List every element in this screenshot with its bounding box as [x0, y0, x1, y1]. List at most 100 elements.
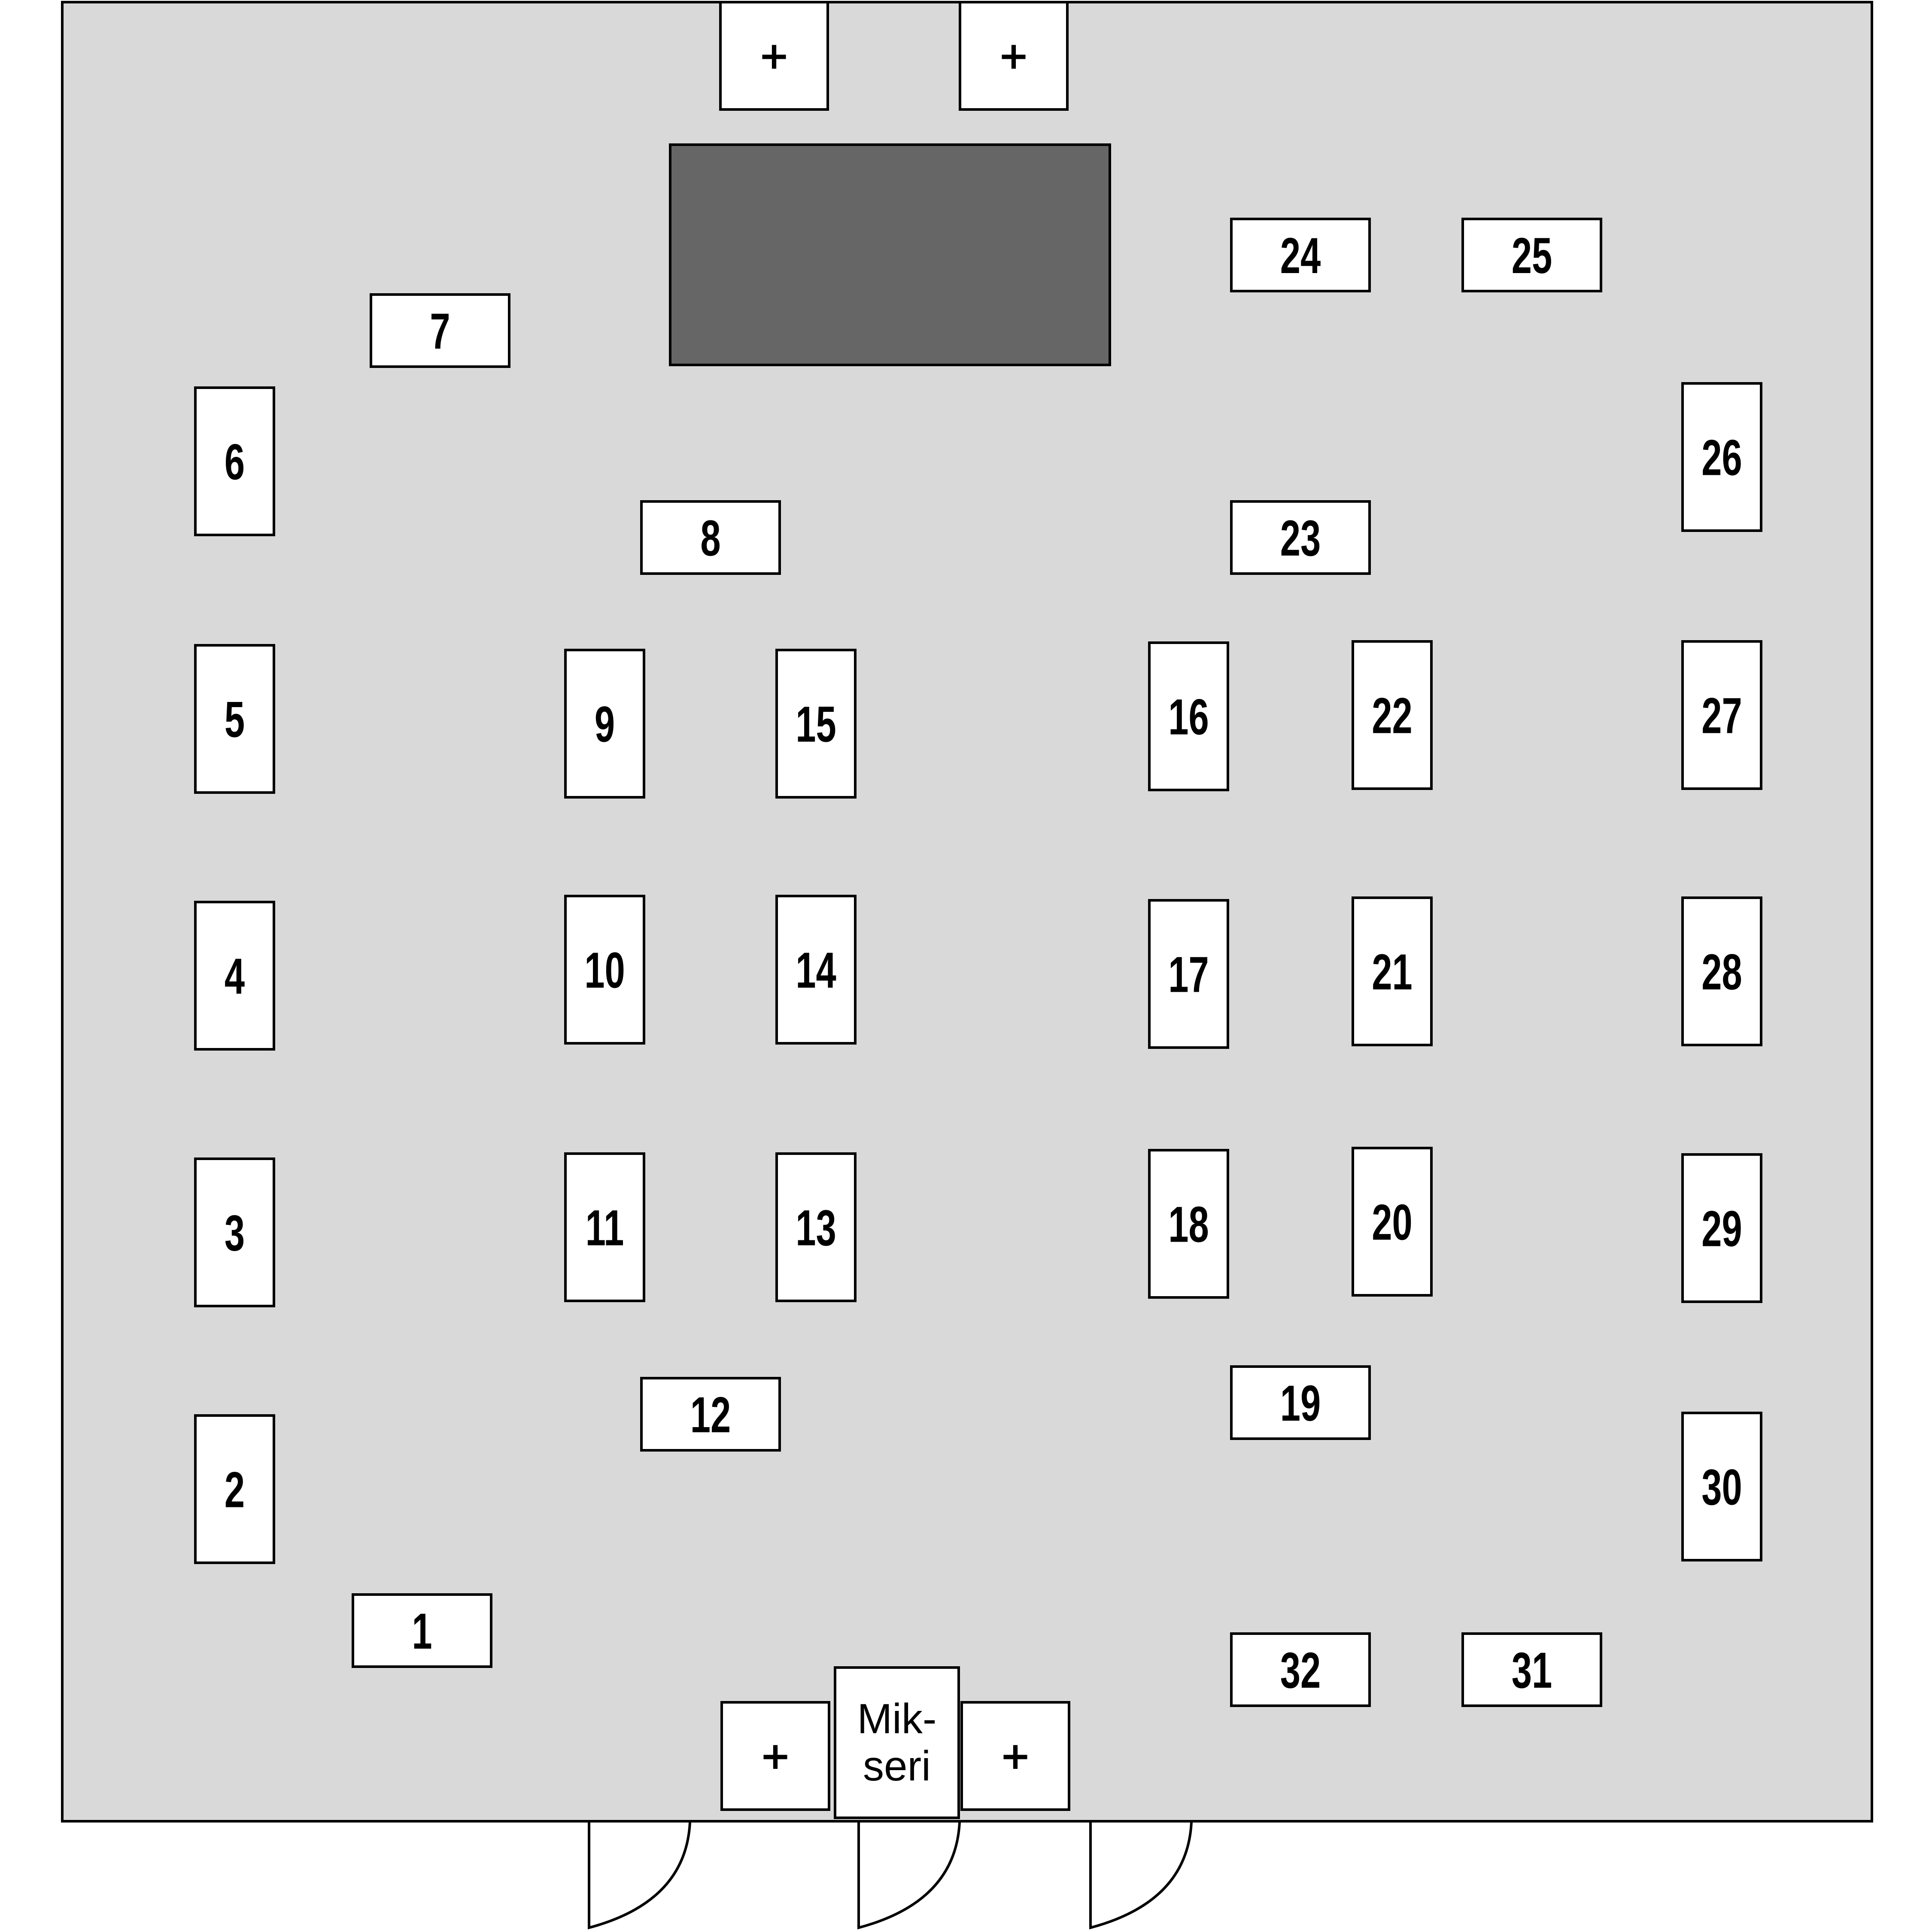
table-number: 30: [1701, 1459, 1742, 1516]
table-number: 19: [1280, 1375, 1321, 1431]
table-29: 29: [1681, 1153, 1762, 1303]
table-8: 8: [640, 500, 781, 575]
table-number: 17: [1168, 946, 1209, 1003]
table-box: [640, 1377, 781, 1452]
speaker-bottom-4: +: [960, 1701, 1070, 1811]
table-number: 20: [1372, 1194, 1412, 1251]
table-number: 32: [1280, 1642, 1321, 1698]
speaker-box: [719, 1, 829, 111]
speaker-bottom-3: +: [720, 1701, 830, 1811]
table-number: 24: [1280, 227, 1321, 284]
table-number: 5: [225, 691, 245, 748]
table-box: [1148, 641, 1229, 791]
table-number: 28: [1701, 944, 1742, 1000]
table-number: 27: [1701, 687, 1742, 744]
table-box: [1352, 640, 1433, 790]
table-7: 7: [370, 293, 510, 368]
table-box: [1681, 640, 1762, 790]
table-24: 24: [1230, 218, 1371, 292]
table-box: [775, 1152, 857, 1302]
door-swing-icon: [1089, 1822, 1193, 1929]
table-number: 1: [412, 1603, 432, 1659]
table-number: 14: [796, 942, 836, 999]
table-box: [1352, 896, 1433, 1046]
speaker-box: [720, 1701, 830, 1811]
table-18: 18: [1148, 1149, 1229, 1299]
table-number: 22: [1372, 687, 1412, 744]
table-box: [1230, 218, 1371, 292]
table-box: [1230, 1632, 1371, 1707]
table-box: [564, 1152, 645, 1302]
speaker-box: [960, 1701, 1070, 1811]
table-23: 23: [1230, 500, 1371, 575]
table-10: 10: [564, 895, 645, 1045]
table-box: [194, 1414, 275, 1564]
table-number: 21: [1372, 944, 1412, 1000]
table-31: 31: [1461, 1632, 1602, 1707]
table-26: 26: [1681, 382, 1762, 532]
table-box: [1352, 1147, 1433, 1297]
mixer-label-line1: Mik-: [857, 1695, 936, 1742]
table-28: 28: [1681, 896, 1762, 1046]
table-20: 20: [1352, 1147, 1433, 1297]
table-box: [1230, 1365, 1371, 1440]
table-3: 3: [194, 1157, 275, 1307]
table-box: [1681, 896, 1762, 1046]
mixer-box: [834, 1666, 960, 1819]
table-box: [1681, 1153, 1762, 1303]
table-number: 12: [690, 1386, 731, 1443]
doors: [588, 1822, 1193, 1929]
table-box: [370, 293, 510, 368]
door: [588, 1822, 691, 1929]
table-box: [1148, 1149, 1229, 1299]
table-box: [564, 649, 645, 799]
plus-icon: +: [998, 33, 1030, 78]
table-number: 16: [1168, 689, 1209, 745]
table-box: [775, 649, 857, 799]
table-number: 26: [1701, 429, 1742, 486]
table-box: [1681, 382, 1762, 532]
table-number: 10: [584, 942, 625, 999]
table-17: 17: [1148, 899, 1229, 1049]
table-number: 13: [796, 1200, 836, 1256]
speaker-top-1: +: [719, 1, 829, 111]
table-16: 16: [1148, 641, 1229, 791]
table-number: 4: [225, 948, 245, 1005]
table-number: 3: [225, 1205, 245, 1261]
table-box: [564, 895, 645, 1045]
table-14: 14: [775, 895, 857, 1045]
table-box: [194, 1157, 275, 1307]
table-box: [194, 901, 275, 1051]
table-2: 2: [194, 1414, 275, 1564]
table-number: 25: [1512, 227, 1552, 284]
table-number: 29: [1701, 1200, 1742, 1257]
mixer-label-line2: seri: [863, 1742, 931, 1789]
table-9: 9: [564, 649, 645, 799]
table-number: 7: [430, 303, 450, 359]
table-11: 11: [564, 1152, 645, 1302]
table-32: 32: [1230, 1632, 1371, 1707]
speakers: + + + +: [719, 1, 1070, 1811]
table-box: [194, 386, 275, 536]
table-15: 15: [775, 649, 857, 799]
table-box: [1148, 899, 1229, 1049]
plus-icon: +: [999, 1734, 1031, 1778]
table-box: [1681, 1412, 1762, 1561]
door: [1089, 1822, 1193, 1929]
table-number: 6: [225, 434, 245, 490]
table-19: 19: [1230, 1365, 1371, 1440]
speaker-box: [959, 1, 1069, 111]
table-box: [640, 500, 781, 575]
table-13: 13: [775, 1152, 857, 1302]
table-box: [775, 895, 857, 1045]
table-box: [1230, 500, 1371, 575]
plus-icon: +: [759, 1734, 791, 1778]
door: [857, 1822, 961, 1929]
table-number: 23: [1280, 510, 1321, 566]
table-number: 18: [1168, 1196, 1209, 1253]
table-box: [352, 1593, 492, 1668]
table-number: 9: [595, 696, 615, 753]
table-number: 31: [1512, 1642, 1552, 1698]
